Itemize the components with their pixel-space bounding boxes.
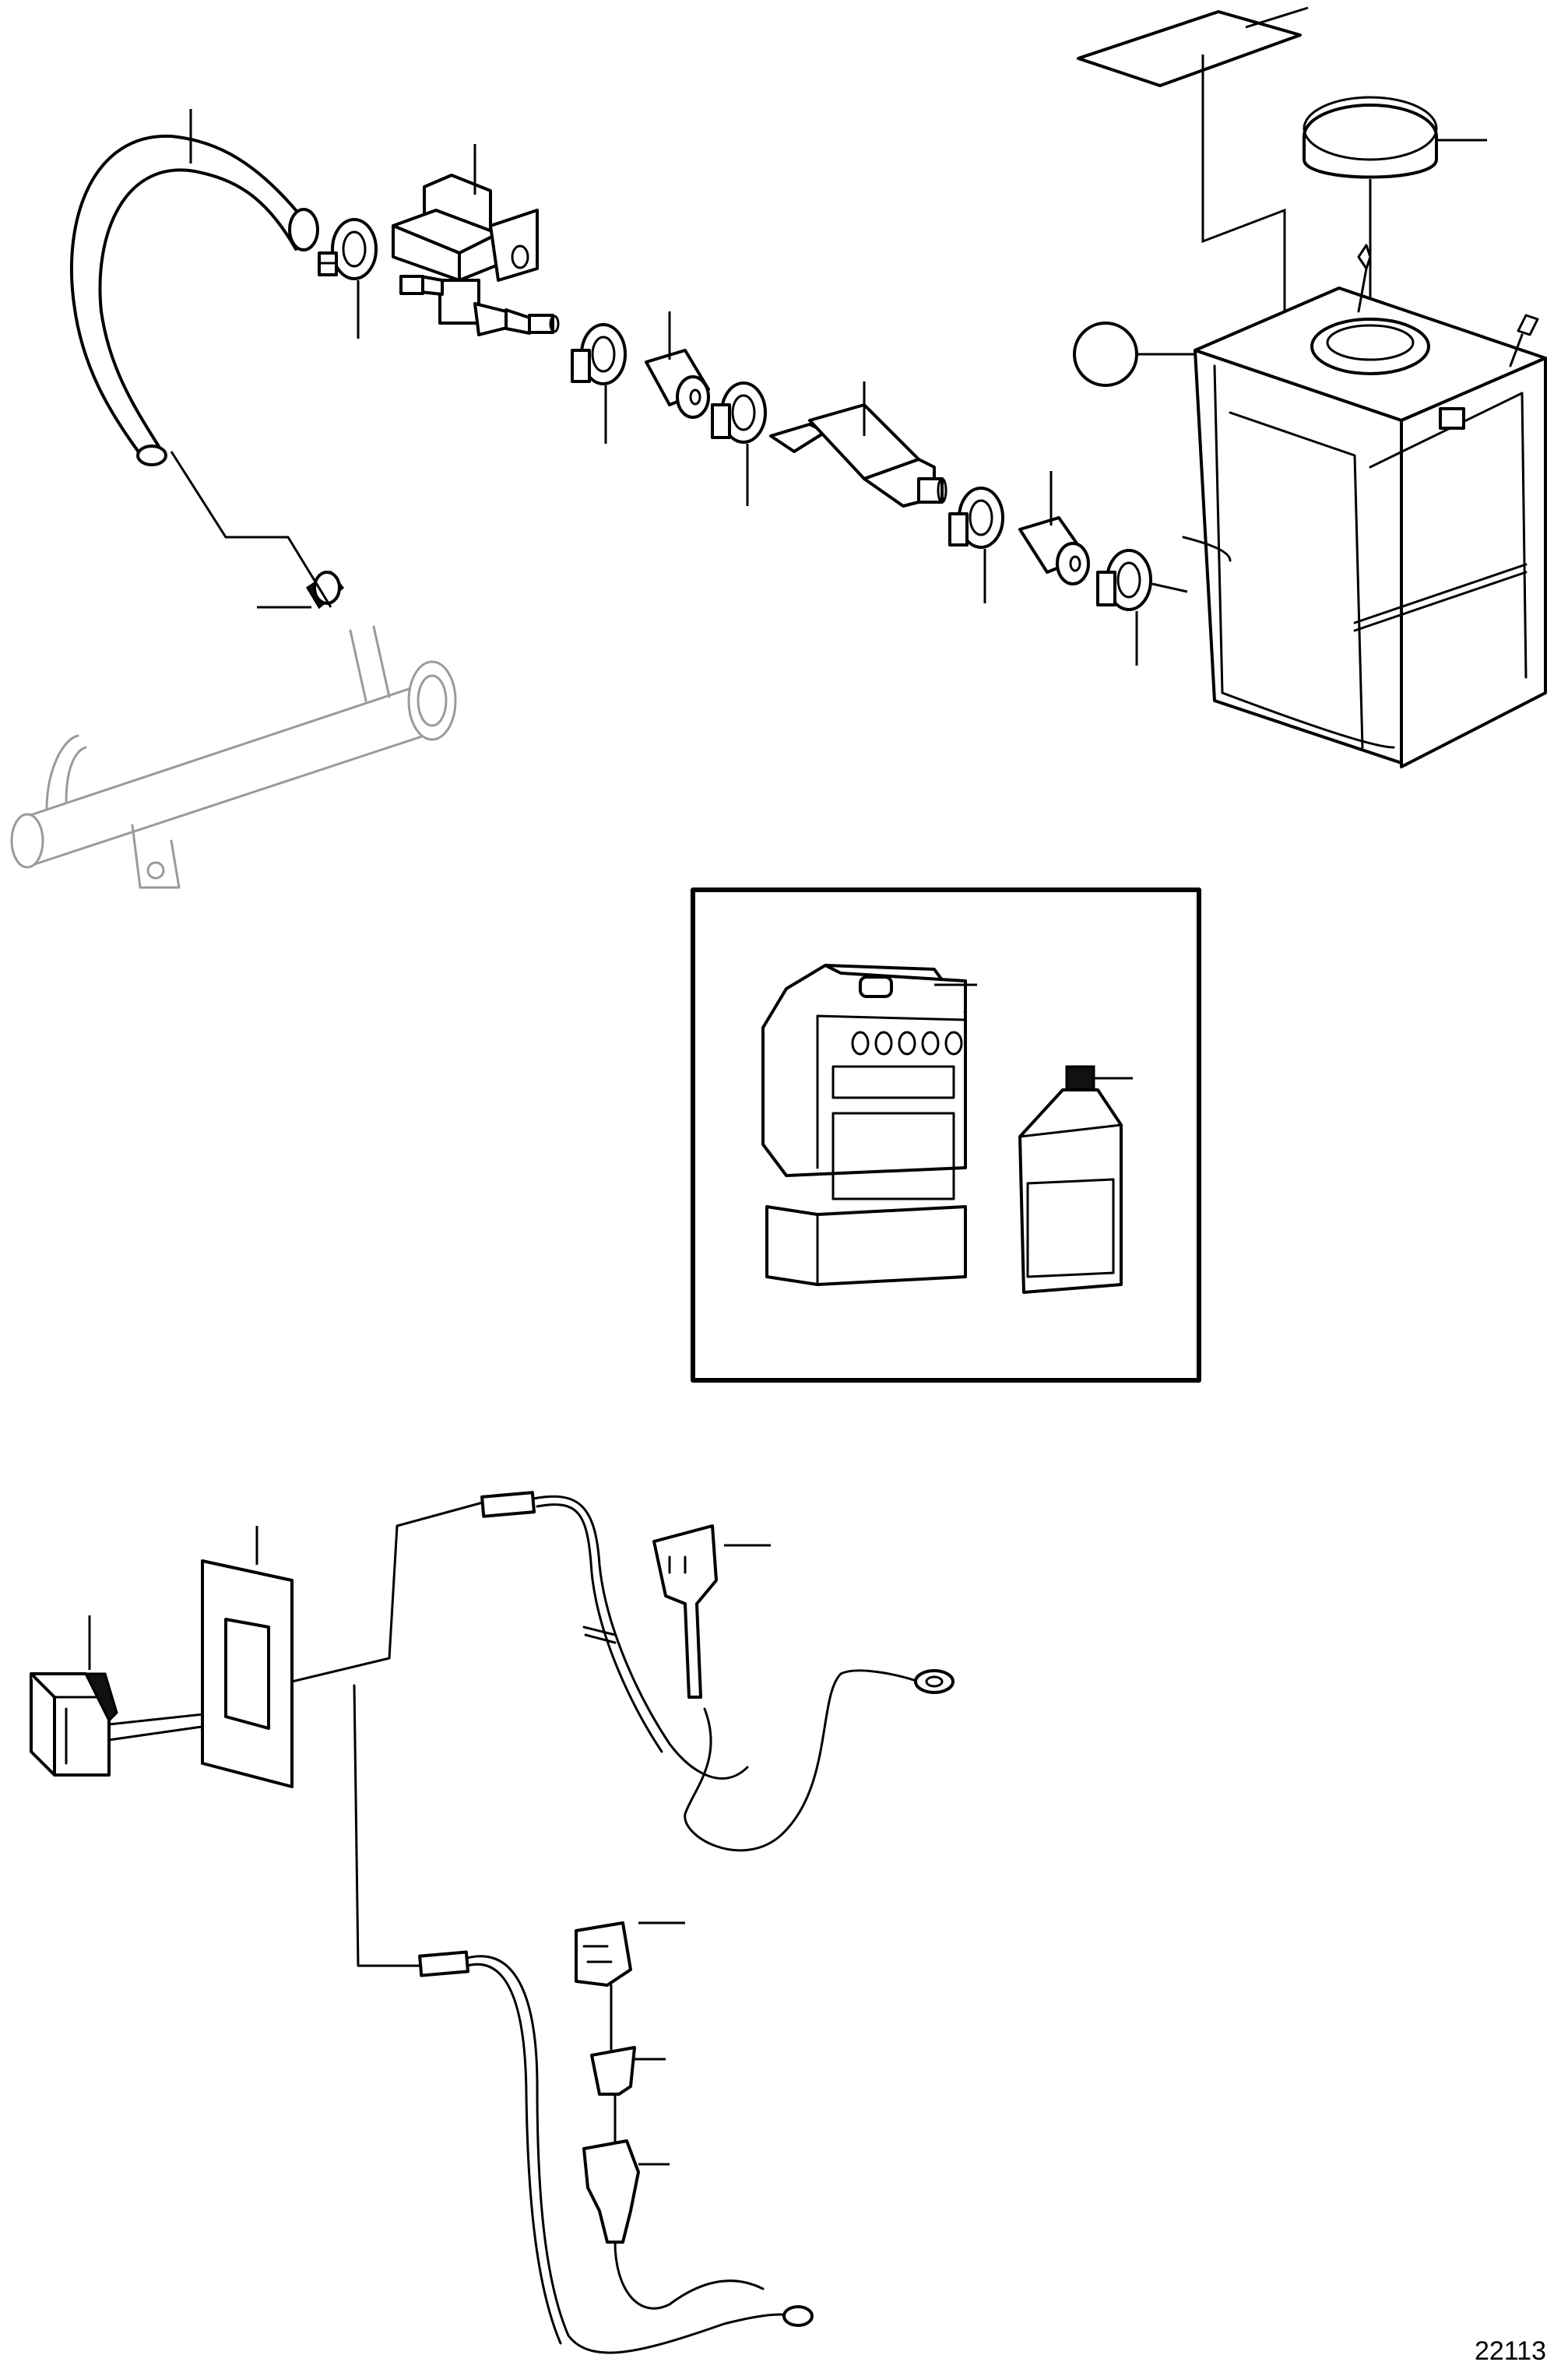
fluid-tank <box>1182 244 1547 768</box>
lower-harness <box>353 1684 814 2354</box>
additive-bottle <box>1018 1065 1123 1294</box>
engine-pipe <box>10 625 457 889</box>
clamp-4 <box>948 487 1004 549</box>
tank-cap <box>1303 96 1438 179</box>
bent-hose <box>70 134 319 466</box>
upper-harness <box>290 1491 955 1852</box>
coolant-canister <box>761 964 967 1286</box>
valve-body <box>392 174 539 336</box>
reference-circle <box>1073 322 1138 387</box>
rocker-switch <box>30 1672 118 1777</box>
nipple-connector <box>528 314 560 334</box>
pipe-clamp <box>305 570 345 610</box>
inset-frame <box>691 887 1201 1383</box>
clamp-3 <box>711 381 767 444</box>
clamp-2 <box>571 323 627 385</box>
figure-number: 22113 <box>1474 2336 1546 2366</box>
clamp-5 <box>1096 549 1152 611</box>
switch-panel <box>201 1559 294 1788</box>
short-hose-1 <box>645 349 710 419</box>
decal-plate <box>1077 10 1302 87</box>
switch-wires <box>107 1711 220 1742</box>
fuel-filter <box>769 403 947 508</box>
short-hose-2 <box>1018 516 1090 585</box>
hose-clamp <box>318 218 378 280</box>
